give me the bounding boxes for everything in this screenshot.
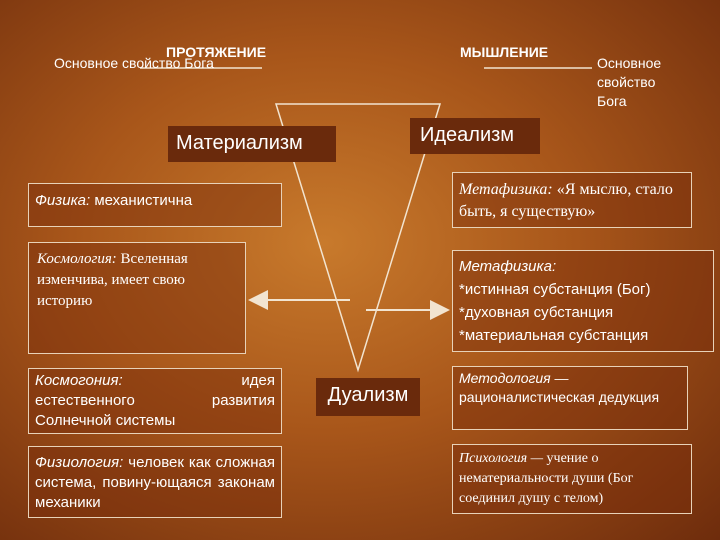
substance-material: *материальная субстанция: [459, 327, 649, 344]
metaphysics1-term: Метафизика:: [459, 181, 553, 198]
dualism-cone: [274, 103, 442, 373]
substance-true: *истинная субстанция (Бог): [459, 281, 651, 298]
right-property-label: Основное свойство Бога: [597, 55, 662, 109]
physics-text: механистична: [94, 192, 193, 209]
thinking-heading: МЫШЛЕНИЕ: [460, 44, 549, 60]
cosmology-text: Вселенная изменчива, имеет свою историю: [37, 251, 188, 309]
idealism-box: Идеализм: [410, 118, 540, 154]
left-property-label: Основное свойство Бога: [54, 55, 214, 71]
physics-term: Физика:: [35, 192, 91, 209]
metaphysics-quote-box: Метафизика: «Я мыслю, стало быть, я суще…: [452, 172, 692, 228]
psychology-term: Психология —: [459, 451, 544, 466]
physiology-term: Физиология:: [35, 454, 124, 471]
cosmogony-box: Космогония: идея естественного развития …: [28, 368, 282, 434]
metaphysics-substance-box: Метафизика: *истинная субстанция (Бог) *…: [452, 250, 714, 352]
materialism-box: Материализм: [168, 126, 336, 162]
methodology-term: Методология —: [459, 370, 569, 386]
dualism-box: Дуализм: [316, 378, 420, 416]
cosmogony-word: идея: [241, 372, 275, 389]
physics-box: Физика: механистична: [28, 183, 282, 227]
metaphysics1-text: «Я мыслю, стало быть, я существую»: [459, 181, 673, 220]
substance-spiritual: *духовная субстанция: [459, 304, 614, 321]
cosmogony-term: Космогония:: [35, 372, 123, 389]
cosmogony-line3: Солнечной системы: [35, 412, 176, 429]
metaphysics2-term: Метафизика:: [459, 258, 557, 275]
psychology-box: Психология — учение о нематериальности д…: [452, 444, 692, 514]
cosmogony-line2: естественного развития: [35, 392, 275, 409]
physiology-box: Физиология: человек как сложная система,…: [28, 446, 282, 518]
methodology-box: Методология — рационалистическая дедукци…: [452, 366, 688, 430]
extension-heading: ПРОТЯЖЕНИЕ: [166, 44, 267, 60]
psychology-text: учение о нематериальности души (Бог соед…: [459, 451, 634, 506]
cosmology-box: Космология: Вселенная изменчива, имеет с…: [28, 242, 246, 354]
methodology-text: рационалистическая дедукция: [459, 389, 660, 405]
physiology-text: человек как сложная система, повину-ющая…: [35, 454, 276, 511]
cosmology-term: Космология:: [37, 251, 117, 267]
